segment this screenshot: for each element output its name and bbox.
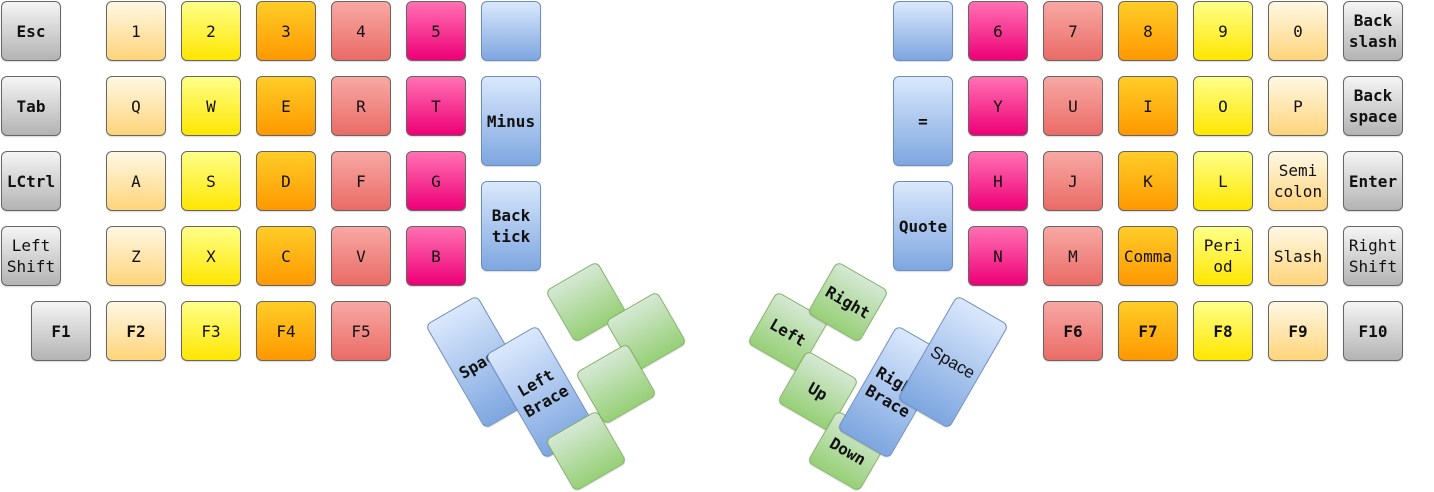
key-h[interactable]: H bbox=[968, 151, 1028, 211]
key-slash[interactable]: Slash bbox=[1268, 226, 1328, 286]
key-k[interactable]: K bbox=[1118, 151, 1178, 211]
key-i[interactable]: I bbox=[1118, 76, 1178, 136]
key-1[interactable]: 1 bbox=[106, 1, 166, 61]
key-y[interactable]: Y bbox=[968, 76, 1028, 136]
key-u[interactable]: U bbox=[1043, 76, 1103, 136]
key-4[interactable]: 4 bbox=[331, 1, 391, 61]
key-m[interactable]: M bbox=[1043, 226, 1103, 286]
key-t[interactable]: T bbox=[406, 76, 466, 136]
key-enter[interactable]: Enter bbox=[1343, 151, 1403, 211]
key-q[interactable]: Q bbox=[106, 76, 166, 136]
key-e[interactable]: E bbox=[256, 76, 316, 136]
key-esc[interactable]: Esc bbox=[1, 1, 61, 61]
key-2[interactable]: 2 bbox=[181, 1, 241, 61]
key-p[interactable]: P bbox=[1268, 76, 1328, 136]
key-r[interactable]: R bbox=[331, 76, 391, 136]
key-right-shift[interactable]: Right Shift bbox=[1343, 226, 1403, 286]
key-b[interactable]: B bbox=[406, 226, 466, 286]
key-9[interactable]: 9 bbox=[1193, 1, 1253, 61]
key-f6[interactable]: F6 bbox=[1043, 301, 1103, 361]
key-semicolon[interactable]: Semi colon bbox=[1268, 151, 1328, 211]
key-f10[interactable]: F10 bbox=[1343, 301, 1403, 361]
key-g[interactable]: G bbox=[406, 151, 466, 211]
key-z[interactable]: Z bbox=[106, 226, 166, 286]
key-backtick[interactable]: Back tick bbox=[481, 181, 541, 271]
key-6[interactable]: 6 bbox=[968, 1, 1028, 61]
key-8[interactable]: 8 bbox=[1118, 1, 1178, 61]
key-s[interactable]: S bbox=[181, 151, 241, 211]
key-f7[interactable]: F7 bbox=[1118, 301, 1178, 361]
key-left-blank[interactable] bbox=[481, 1, 541, 61]
key-l[interactable]: L bbox=[1193, 151, 1253, 211]
key-f[interactable]: F bbox=[331, 151, 391, 211]
key-tab[interactable]: Tab bbox=[1, 76, 61, 136]
key-left-shift[interactable]: Left Shift bbox=[1, 226, 61, 286]
key-x[interactable]: X bbox=[181, 226, 241, 286]
key-f4[interactable]: F4 bbox=[256, 301, 316, 361]
key-n[interactable]: N bbox=[968, 226, 1028, 286]
key-f5[interactable]: F5 bbox=[331, 301, 391, 361]
key-5[interactable]: 5 bbox=[406, 1, 466, 61]
key-d[interactable]: D bbox=[256, 151, 316, 211]
key-c[interactable]: C bbox=[256, 226, 316, 286]
key-7[interactable]: 7 bbox=[1043, 1, 1103, 61]
key-f1[interactable]: F1 bbox=[31, 301, 91, 361]
key-f3[interactable]: F3 bbox=[181, 301, 241, 361]
key-f8[interactable]: F8 bbox=[1193, 301, 1253, 361]
key-3[interactable]: 3 bbox=[256, 1, 316, 61]
key-j[interactable]: J bbox=[1043, 151, 1103, 211]
key-v[interactable]: V bbox=[331, 226, 391, 286]
key-quote[interactable]: Quote bbox=[893, 181, 953, 271]
key-0[interactable]: 0 bbox=[1268, 1, 1328, 61]
key-period[interactable]: Peri od bbox=[1193, 226, 1253, 286]
key-lctrl[interactable]: LCtrl bbox=[1, 151, 61, 211]
key-o[interactable]: O bbox=[1193, 76, 1253, 136]
key-f2[interactable]: F2 bbox=[106, 301, 166, 361]
key-w[interactable]: W bbox=[181, 76, 241, 136]
key-equals[interactable]: = bbox=[893, 76, 953, 166]
key-a[interactable]: A bbox=[106, 151, 166, 211]
key-backspace[interactable]: Back space bbox=[1343, 76, 1403, 136]
key-f9[interactable]: F9 bbox=[1268, 301, 1328, 361]
key-backslash[interactable]: Back slash bbox=[1343, 1, 1403, 61]
key-comma[interactable]: Comma bbox=[1118, 226, 1178, 286]
key-minus[interactable]: Minus bbox=[481, 76, 541, 166]
key-right-blank[interactable] bbox=[893, 1, 953, 61]
